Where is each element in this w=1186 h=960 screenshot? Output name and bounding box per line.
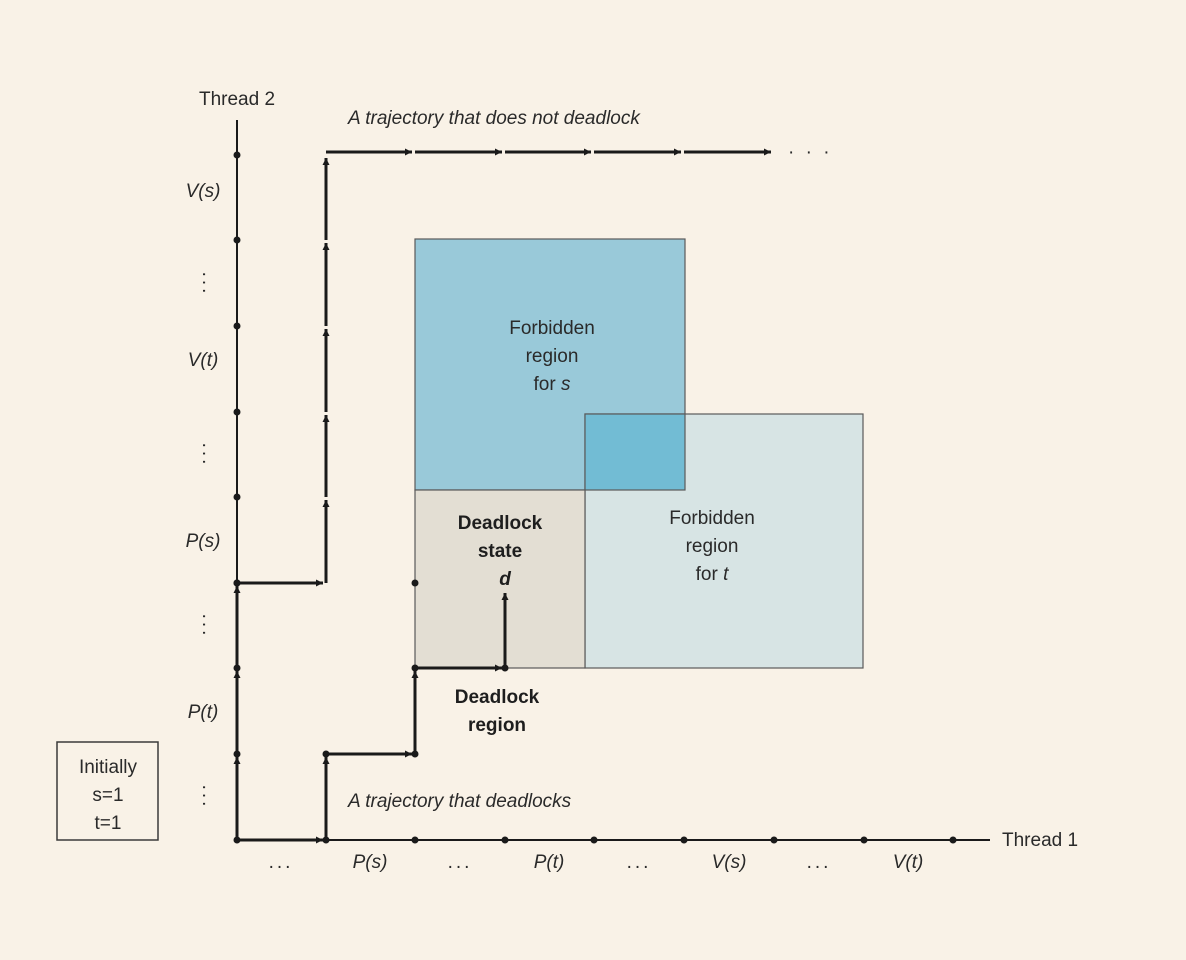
initial-line1: Initially xyxy=(79,757,138,778)
traj-dot xyxy=(411,750,419,758)
y-tick-label: P(s) xyxy=(186,531,221,552)
trajectory-deadlock xyxy=(237,593,509,844)
y-tick-dot xyxy=(233,236,241,244)
forbidden-t-line2: region xyxy=(686,536,739,557)
forbidden-s-line3: for s xyxy=(534,374,571,395)
y-tick-dot xyxy=(233,493,241,501)
x-tick-label: ... xyxy=(448,852,473,873)
x-tick-dot xyxy=(770,836,778,844)
y-tick-label: V(s) xyxy=(186,181,221,202)
x-tick-dot xyxy=(501,836,509,844)
y-tick-label: ... xyxy=(198,614,219,639)
traj-dot xyxy=(411,664,419,672)
initial-line2: s=1 xyxy=(92,785,123,806)
x-tick-dot xyxy=(680,836,688,844)
axis-ticks xyxy=(233,151,957,844)
x-tick-label: ... xyxy=(807,852,832,873)
trajectory-no-deadlock xyxy=(233,148,771,840)
x-tick-label: V(s) xyxy=(712,852,747,873)
deadlock-state-region xyxy=(414,489,586,669)
deadlock-region-line1: Deadlock xyxy=(455,687,540,708)
forbidden-region-t-label: Forbidden region for t xyxy=(669,508,755,585)
trajectory-deadlock-label: A trajectory that deadlocks xyxy=(347,791,572,812)
y-axis-label: Thread 2 xyxy=(199,89,275,110)
deadlock-region-label: Deadlock region xyxy=(455,687,540,736)
x-tick-label: ... xyxy=(269,852,294,873)
forbidden-region-s-label: Forbidden region for s xyxy=(509,318,595,395)
traj-dot xyxy=(233,579,241,587)
y-tick-label: ... xyxy=(198,443,219,468)
x-tick-labels: ... P(s) ... P(t) ... V(s) ... V(t) xyxy=(269,852,924,873)
initial-line3: t=1 xyxy=(95,813,122,834)
forbidden-s-line2: region xyxy=(526,346,579,367)
trajectory-dots xyxy=(233,579,509,758)
y-tick-label: ... xyxy=(198,272,219,297)
x-axis-label: Thread 1 xyxy=(1002,830,1078,851)
initial-box-frame xyxy=(56,741,159,841)
deadlock-state-line2: state xyxy=(478,541,522,562)
forbidden-t-line1: Forbidden xyxy=(669,508,755,529)
x-tick-dot xyxy=(949,836,957,844)
deadlock-state-line1: Deadlock xyxy=(458,513,543,534)
y-tick-dot xyxy=(233,322,241,330)
y-tick-label: V(t) xyxy=(188,350,219,371)
y-tick-label: P(t) xyxy=(188,702,219,723)
x-tick-label: P(t) xyxy=(534,852,565,873)
deadlock-state-label: Deadlock state d xyxy=(458,513,543,590)
initial-state-box: Initially s=1 t=1 xyxy=(56,741,159,841)
region-corner-dot xyxy=(411,579,419,587)
traj-dot xyxy=(501,664,509,672)
x-tick-dot xyxy=(590,836,598,844)
x-tick-dot xyxy=(411,836,419,844)
x-tick-label: P(s) xyxy=(353,852,388,873)
y-tick-labels: ... P(t) ... P(s) ... V(t) ... V(s) xyxy=(186,181,221,809)
forbidden-s-line1: Forbidden xyxy=(509,318,595,339)
x-tick-dot xyxy=(860,836,868,844)
traj-dot xyxy=(322,750,330,758)
y-tick-dot xyxy=(233,151,241,159)
regions xyxy=(414,238,864,669)
x-tick-label: V(t) xyxy=(893,852,924,873)
deadlock-state-line3: d xyxy=(499,569,511,590)
forbidden-t-line3: for t xyxy=(696,564,729,585)
y-tick-label: ... xyxy=(198,785,219,810)
trajectory-no-deadlock-label: A trajectory that does not deadlock xyxy=(347,108,641,129)
forbidden-overlap-region xyxy=(584,413,686,491)
deadlock-region-line2: region xyxy=(468,715,526,736)
y-tick-dot xyxy=(233,408,241,416)
trajectory-continuation-dots: · · · xyxy=(788,142,833,163)
x-tick-label: ... xyxy=(627,852,652,873)
